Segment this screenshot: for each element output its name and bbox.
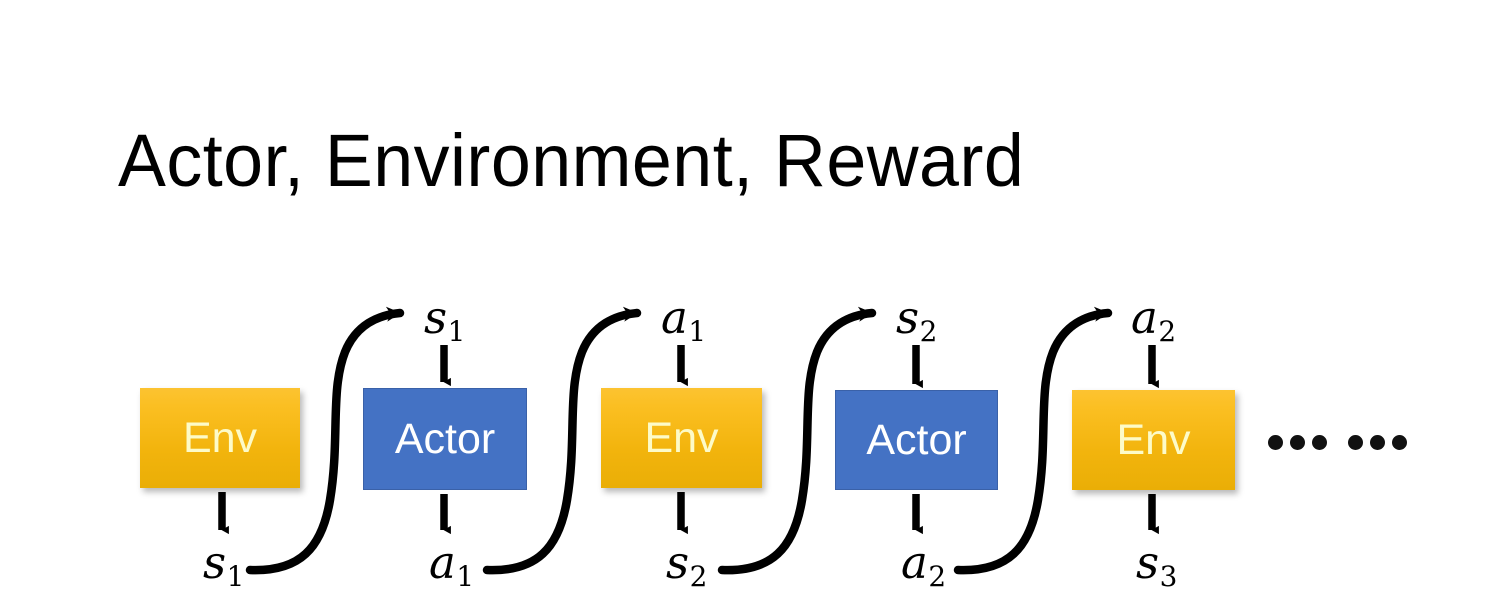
curve-a1-connector [482,306,642,575]
node-env-3[interactable]: Env [1072,390,1235,490]
label-out-action-a2: a2 [901,536,947,594]
ellipsis-dot [1290,435,1305,450]
page-title: Actor, Environment, Reward [118,119,1025,202]
ellipsis-dot [1312,435,1327,450]
label-out-state-s2: s2 [666,536,708,594]
label-out-state-s3: s3 [1136,536,1178,594]
label-action-a1: a1 [661,291,707,349]
node-actor-2[interactable]: Actor [835,390,998,490]
label-out-action-a1: a1 [429,536,475,594]
node-env-2[interactable]: Env [601,388,762,488]
label-state-s1: s1 [424,291,466,349]
node-label: Env [1116,415,1191,464]
label-action-a2: a2 [1131,291,1177,349]
ellipsis-gap [1334,442,1341,443]
label-out-state-s1: s1 [203,536,245,594]
node-label: Env [644,413,719,462]
node-label: Actor [394,414,496,463]
curve-s1-connector [245,306,405,575]
ellipsis-dot [1370,435,1385,450]
ellipsis-dot [1268,435,1283,450]
ellipsis-continuation [1268,435,1407,450]
node-label: Env [182,413,258,462]
node-actor-1[interactable]: Actor [363,388,527,490]
curve-a2-connector [953,306,1113,575]
ellipsis-dot [1392,435,1407,450]
curve-s2-connector [717,306,877,575]
node-label: Actor [866,415,967,464]
ellipsis-dot [1348,435,1363,450]
node-env-1[interactable]: Env [140,388,300,488]
label-state-s2: s2 [896,291,938,349]
